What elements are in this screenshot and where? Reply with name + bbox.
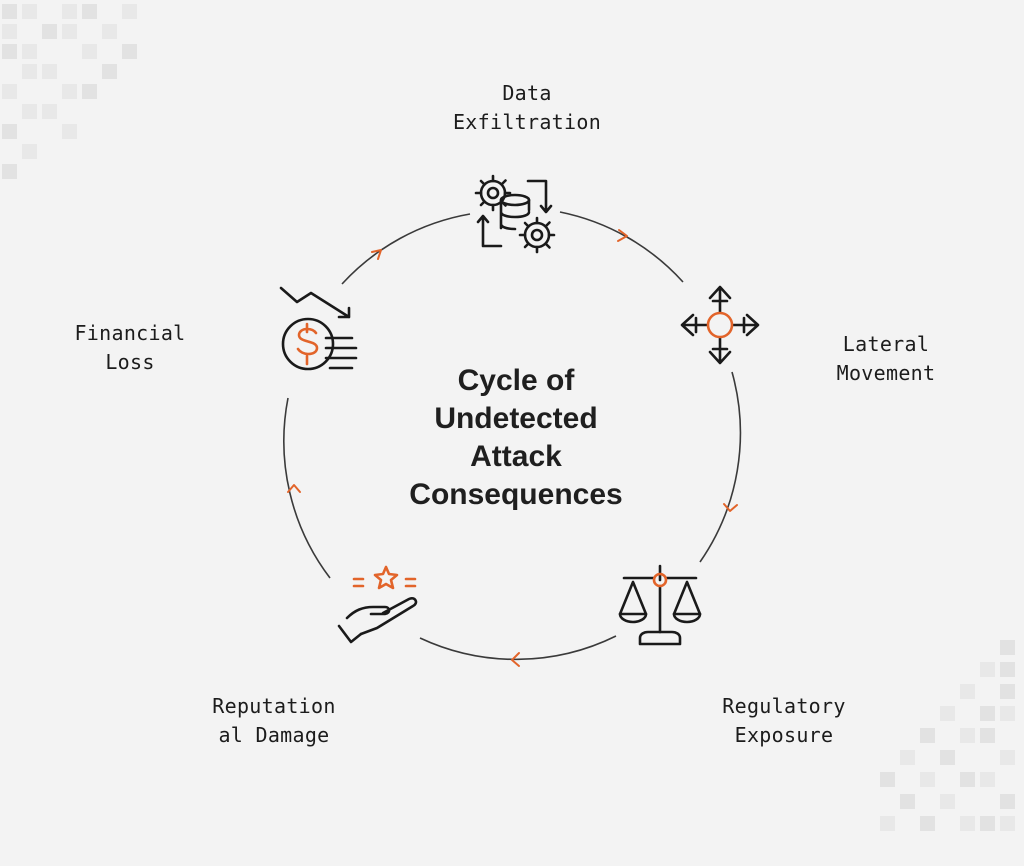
label-line: Reputation — [212, 694, 336, 718]
flow-arrow-2 — [723, 503, 738, 512]
balance-scale-icon — [618, 564, 702, 646]
label-line: Loss — [105, 350, 155, 374]
background-pixel — [2, 44, 17, 59]
background-pixel — [22, 64, 37, 79]
background-pixel — [22, 4, 37, 19]
hand-star-icon — [337, 565, 418, 644]
title-line: Attack — [470, 440, 562, 473]
title-line: Consequences — [409, 478, 623, 511]
coin-decline-icon — [279, 286, 358, 371]
background-pixel — [980, 728, 995, 743]
node-label-data-exfiltration: Data Exfiltration — [427, 79, 627, 137]
background-pixel — [960, 728, 975, 743]
label-line: Regulatory — [722, 694, 846, 718]
background-pixel — [82, 84, 97, 99]
background-pixel — [42, 104, 57, 119]
background-pixel — [2, 4, 17, 19]
background-pixel — [2, 24, 17, 39]
background-pixel — [62, 84, 77, 99]
background-pixel — [960, 772, 975, 787]
background-pixel — [960, 816, 975, 831]
ring-segment-3 — [419, 635, 617, 661]
background-pixel — [42, 24, 57, 39]
background-pixel-pattern — [2, 4, 1015, 831]
node-label-regulatory-exposure: Regulatory Exposure — [684, 692, 884, 750]
label-line: Exposure — [734, 723, 834, 747]
background-pixel — [62, 124, 77, 139]
ring-segment-4 — [283, 397, 331, 579]
background-pixel — [920, 772, 935, 787]
background-pixel — [2, 164, 17, 179]
database-gears-icon — [474, 174, 556, 254]
background-pixel — [2, 124, 17, 139]
cycle-ring — [283, 211, 742, 661]
background-pixel — [62, 24, 77, 39]
background-pixel — [980, 772, 995, 787]
background-pixel — [1000, 662, 1015, 677]
background-pixel — [1000, 794, 1015, 809]
background-pixel — [122, 44, 137, 59]
background-pixel — [122, 4, 137, 19]
background-pixel — [1000, 706, 1015, 721]
flow-arrow-1 — [617, 229, 628, 242]
background-pixel — [980, 662, 995, 677]
flow-arrow-3 — [511, 652, 520, 667]
background-pixel — [1000, 640, 1015, 655]
background-pixel — [940, 706, 955, 721]
background-pixel — [102, 64, 117, 79]
label-line: Exfiltration — [452, 110, 602, 134]
background-pixel — [920, 728, 935, 743]
diagram-title: Cycle of Undetected Attack Consequences — [360, 362, 672, 514]
flow-arrow-5 — [371, 249, 382, 260]
title-line: Cycle of — [457, 364, 575, 397]
background-pixel — [1000, 750, 1015, 765]
flow-arrows — [287, 229, 738, 667]
title-line: Undetected — [434, 402, 598, 435]
label-line: al Damage — [218, 723, 330, 747]
background-pixel — [980, 816, 995, 831]
four-way-arrows-icon — [680, 285, 760, 365]
label-line: Lateral — [842, 332, 930, 356]
background-pixel — [2, 84, 17, 99]
flow-arrow-4 — [287, 484, 301, 493]
background-pixel — [880, 816, 895, 831]
background-pixel — [102, 24, 117, 39]
background-pixel — [940, 750, 955, 765]
label-line: Data — [502, 81, 552, 105]
ring-segment-2 — [699, 371, 742, 563]
label-line: Financial — [74, 321, 186, 345]
label-line: Movement — [836, 361, 936, 385]
background-pixel — [82, 4, 97, 19]
background-pixel — [62, 4, 77, 19]
background-pixel — [900, 750, 915, 765]
node-label-lateral-movement: Lateral Movement — [786, 330, 986, 388]
background-pixel — [42, 64, 57, 79]
background-pixel — [920, 816, 935, 831]
ring-segment-5 — [341, 213, 471, 285]
background-pixel — [940, 794, 955, 809]
ring-segment-1 — [559, 211, 684, 283]
background-pixel — [1000, 816, 1015, 831]
background-pixel — [22, 44, 37, 59]
node-label-financial-loss: Financial Loss — [30, 319, 230, 377]
node-label-reputational-damage: Reputation al Damage — [174, 692, 374, 750]
background-pixel — [22, 104, 37, 119]
background-pixel — [900, 794, 915, 809]
background-pixel — [980, 706, 995, 721]
background-pixel — [1000, 684, 1015, 699]
background-pixel — [22, 144, 37, 159]
background-pixel — [960, 684, 975, 699]
background-pixel — [880, 772, 895, 787]
background-pixel — [82, 44, 97, 59]
